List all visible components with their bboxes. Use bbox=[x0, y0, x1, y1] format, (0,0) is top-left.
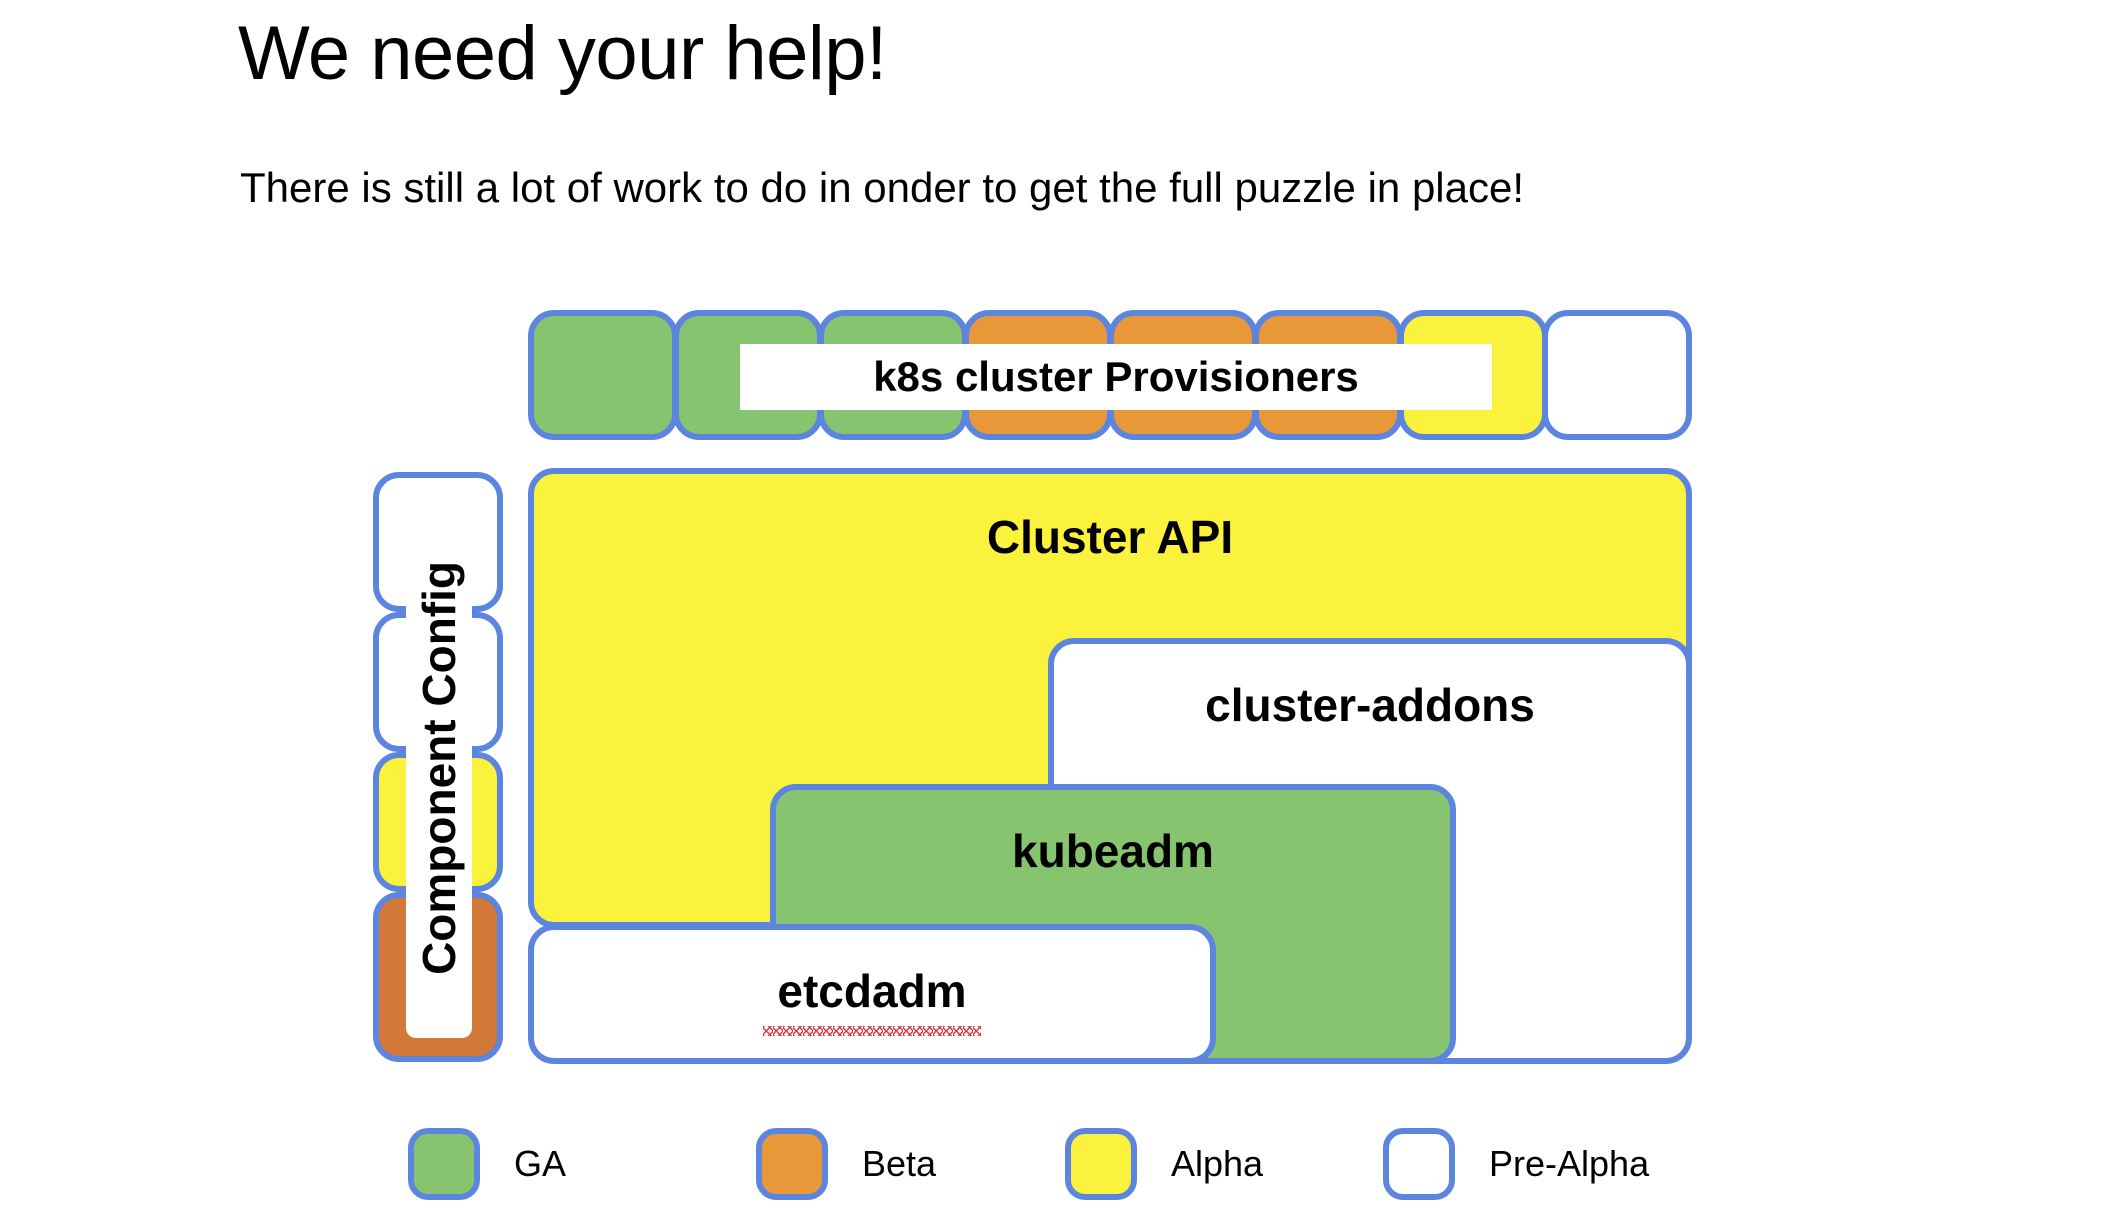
legend-swatch-alpha bbox=[1065, 1128, 1137, 1200]
legend-label-pre-alpha: Pre-Alpha bbox=[1489, 1143, 1650, 1184]
component-config-label-box: Component Config bbox=[406, 498, 472, 1038]
provisioner-block-8[interactable] bbox=[1542, 310, 1692, 440]
legend: GA Beta Alpha Pre-Alpha bbox=[408, 1128, 1728, 1200]
legend-swatch-ga bbox=[408, 1128, 480, 1200]
legend-item-beta: Beta bbox=[756, 1128, 936, 1200]
component-config-label: Component Config bbox=[413, 561, 465, 975]
legend-swatch-pre-alpha bbox=[1383, 1128, 1455, 1200]
k8s-cluster-provisioners-row bbox=[528, 310, 1692, 440]
node-kubeadm-label: kubeadm bbox=[1012, 825, 1214, 877]
legend-label-beta: Beta bbox=[862, 1143, 937, 1184]
node-etcdadm[interactable]: etcdadm bbox=[528, 924, 1216, 1064]
node-cluster-addons-label: cluster-addons bbox=[1205, 679, 1535, 731]
provisioner-block-1[interactable] bbox=[528, 310, 678, 440]
page-title: We need your help! bbox=[238, 11, 887, 96]
legend-item-pre-alpha: Pre-Alpha bbox=[1383, 1128, 1649, 1200]
legend-swatch-beta bbox=[756, 1128, 828, 1200]
k8s-cluster-provisioners-label: k8s cluster Provisioners bbox=[740, 344, 1492, 410]
legend-item-alpha: Alpha bbox=[1065, 1128, 1263, 1200]
node-etcdadm-label: etcdadm bbox=[777, 965, 967, 1017]
legend-label-ga: GA bbox=[514, 1143, 567, 1184]
legend-item-ga: GA bbox=[408, 1128, 566, 1200]
node-cluster-api-label: Cluster API bbox=[986, 511, 1234, 563]
legend-label-alpha: Alpha bbox=[1171, 1143, 1264, 1184]
spellcheck-underline-icon bbox=[763, 1026, 981, 1036]
page-subtitle: There is still a lot of work to do in on… bbox=[240, 164, 1525, 211]
